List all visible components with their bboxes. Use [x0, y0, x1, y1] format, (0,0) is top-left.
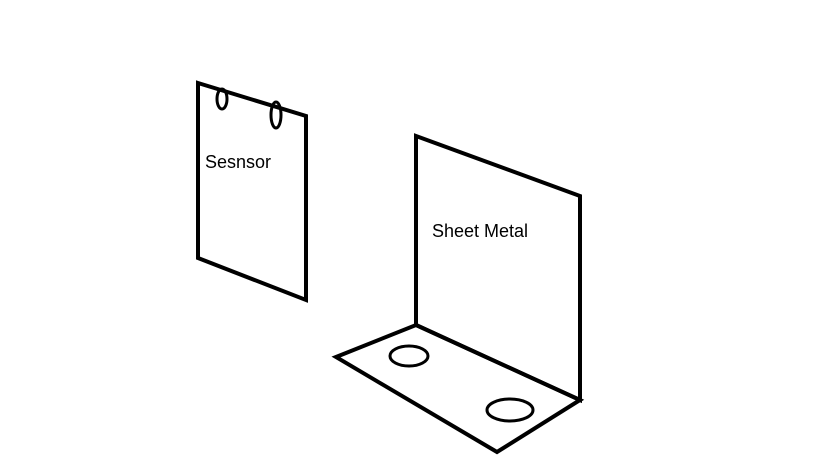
- sheet-metal-hole-right: [485, 397, 535, 423]
- sensor-plate-outline: [196, 80, 308, 303]
- sheet-metal-bracket: [331, 133, 585, 455]
- sensor-plate: [196, 80, 308, 303]
- sensor-label: Sesnsor: [205, 152, 272, 172]
- sheet-metal-label: Sheet Metal: [432, 221, 529, 241]
- sensor-hole-right: [269, 100, 283, 130]
- sheet-metal-hole-left: [388, 344, 430, 368]
- sensor-hole-left: [215, 87, 229, 111]
- sheet-metal-base-flange: [331, 322, 585, 455]
